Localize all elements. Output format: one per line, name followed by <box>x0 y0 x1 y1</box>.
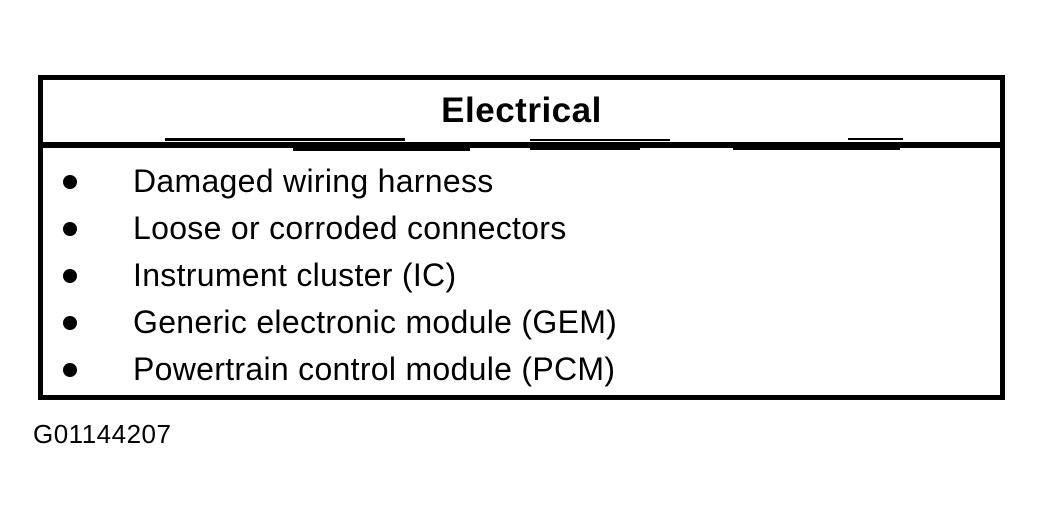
scan-artifact <box>848 138 903 140</box>
figure-id: G01144207 <box>33 419 172 449</box>
list-item: Loose or corroded connectors <box>43 205 1000 252</box>
list-item: Instrument cluster (IC) <box>43 252 1000 299</box>
cause-list: Damaged wiring harness Loose or corroded… <box>43 148 1000 393</box>
scan-artifact <box>293 148 470 151</box>
bullet-icon <box>63 362 77 377</box>
table-title: Electrical <box>441 91 602 130</box>
bullet-icon <box>63 221 77 236</box>
list-item-text: Powertrain control module (PCM) <box>133 351 616 387</box>
header-separator <box>41 138 1002 151</box>
list-item-text: Loose or corroded connectors <box>133 210 567 246</box>
list-item-text: Generic electronic module (GEM) <box>133 304 618 340</box>
list-item-text: Damaged wiring harness <box>133 163 494 199</box>
scan-artifact <box>733 148 900 150</box>
bullet-icon <box>63 268 77 283</box>
list-item: Powertrain control module (PCM) <box>43 346 1000 393</box>
scan-artifact <box>165 138 405 141</box>
scan-artifact <box>530 148 640 150</box>
separator-line <box>41 142 1002 148</box>
list-item: Generic electronic module (GEM) <box>43 299 1000 346</box>
list-item: Damaged wiring harness <box>43 158 1000 205</box>
list-item-text: Instrument cluster (IC) <box>133 257 457 293</box>
bullet-icon <box>63 174 77 189</box>
scan-artifact <box>530 139 670 141</box>
table-header: Electrical <box>43 80 1000 142</box>
electrical-causes-table: Electrical Damaged wiring harness Loose … <box>38 75 1005 400</box>
bullet-icon <box>63 315 77 330</box>
